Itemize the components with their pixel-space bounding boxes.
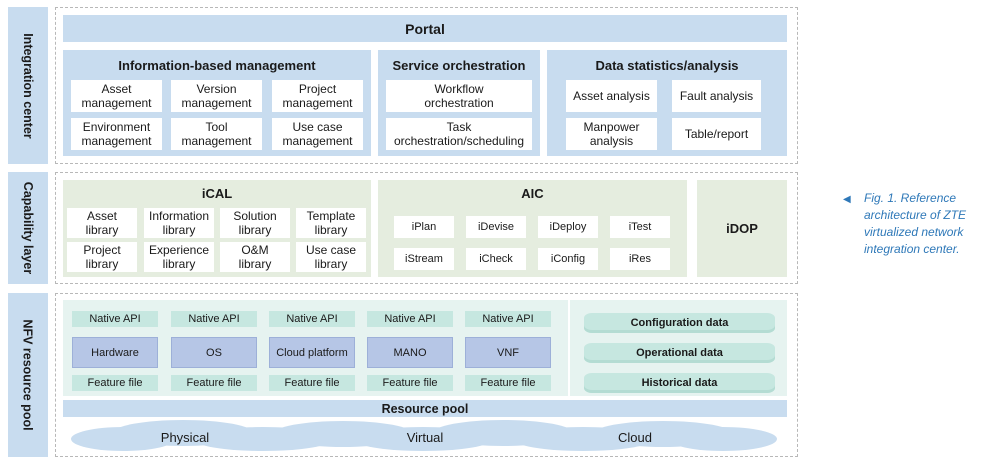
- info-mgmt-item: Environment management: [71, 118, 162, 150]
- ical-item: Template library: [296, 208, 366, 238]
- stats-item: Manpower analysis: [566, 118, 657, 150]
- data-cylinder: Historical data: [584, 373, 775, 393]
- ical-title: iCAL: [201, 186, 233, 201]
- ical-item: Experience library: [144, 242, 214, 272]
- native-api-box: Native API: [72, 311, 158, 327]
- nfv-component-box: Hardware: [72, 337, 158, 368]
- nfv-component-box: VNF: [465, 337, 551, 368]
- feature-file-box: Feature file: [72, 375, 158, 391]
- cloud-label: Cloud: [618, 429, 652, 445]
- aic-item: iCheck: [466, 248, 526, 270]
- feature-file-box: Feature file: [269, 375, 355, 391]
- cloud-shape: [71, 420, 777, 451]
- ical-item: O&M library: [220, 242, 290, 272]
- portal-label: Portal: [405, 20, 445, 37]
- aic-title: AIC: [521, 186, 544, 201]
- ical-item: Use case library: [296, 242, 366, 272]
- cloud-label: Physical: [160, 429, 210, 445]
- feature-file-box: Feature file: [465, 375, 551, 391]
- nfv-layer: [55, 293, 798, 457]
- aic-item: iRes: [610, 248, 670, 270]
- nfv-component-box: Cloud platform: [269, 337, 355, 368]
- native-api-box: Native API: [269, 311, 355, 327]
- capability-layer: [55, 172, 798, 284]
- native-api-box: Native API: [171, 311, 257, 327]
- nfv-component-box: MANO: [367, 337, 453, 368]
- service-title: Service orchestration: [392, 57, 526, 73]
- idop-panel: iDOP: [697, 180, 787, 277]
- stats-item: Asset analysis: [566, 80, 657, 112]
- native-api-box: Native API: [367, 311, 453, 327]
- ical-item: Asset library: [67, 208, 137, 238]
- native-api-box: Native API: [465, 311, 551, 327]
- cloud-label: Virtual: [406, 429, 444, 445]
- side-label-capability: Capability layer: [8, 172, 48, 284]
- info-mgmt-item: Use case management: [272, 118, 363, 150]
- portal-bar: Portal: [63, 15, 787, 42]
- idop-label: iDOP: [726, 221, 758, 236]
- data-cylinder: Configuration data: [584, 313, 775, 333]
- stats-title: Data statistics/analysis: [595, 57, 739, 73]
- side-label-integration: Integration center: [8, 7, 48, 164]
- resource-pool-bar: Resource pool: [63, 400, 787, 417]
- side-label-nfv: NFV resource pool: [8, 293, 48, 457]
- nfv-component-box: OS: [171, 337, 257, 368]
- info-mgmt-title: Information-based management: [118, 57, 316, 73]
- stats-item: Table/report: [672, 118, 761, 150]
- ical-item: Information library: [144, 208, 214, 238]
- aic-item: iConfig: [538, 248, 598, 270]
- info-mgmt-item: Asset management: [71, 80, 162, 112]
- stats-item: Fault analysis: [672, 80, 761, 112]
- info-mgmt-item: Project management: [272, 80, 363, 112]
- ical-item: Solution library: [220, 208, 290, 238]
- figure-caption: Fig. 1. Reference architecture of ZTE vi…: [864, 191, 967, 256]
- aic-item: iTest: [610, 216, 670, 238]
- integration-layer: [55, 7, 798, 164]
- service-item: Task orchestration/scheduling: [386, 118, 532, 150]
- aic-item: iPlan: [394, 216, 454, 238]
- aic-item: iDeploy: [538, 216, 598, 238]
- feature-file-box: Feature file: [171, 375, 257, 391]
- feature-file-box: Feature file: [367, 375, 453, 391]
- info-mgmt-item: Tool management: [171, 118, 262, 150]
- ical-item: Project library: [67, 242, 137, 272]
- caption-arrow-icon: ◀: [843, 194, 851, 205]
- data-cylinder: Operational data: [584, 343, 775, 363]
- aic-item: iStream: [394, 248, 454, 270]
- service-item: Workflow orchestration: [386, 80, 532, 112]
- info-mgmt-item: Version management: [171, 80, 262, 112]
- aic-item: iDevise: [466, 216, 526, 238]
